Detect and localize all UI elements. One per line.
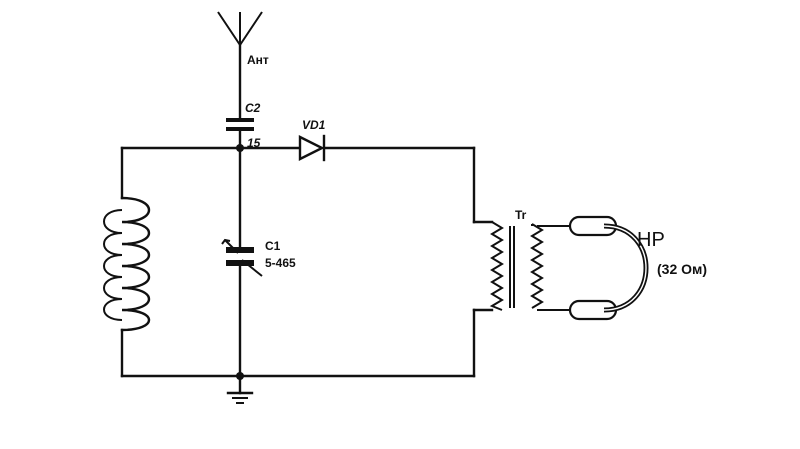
diode-name-label: VD1 [302, 118, 326, 132]
transformer-tr [489, 221, 572, 311]
c1-value-label: 5-465 [265, 256, 296, 270]
headphones-value-label: (32 Ом) [657, 261, 707, 277]
diode-vd1 [298, 134, 326, 162]
c1-name-label: C1 [265, 239, 281, 253]
capacitor-c2 [226, 118, 254, 131]
variable-capacitor-c1 [221, 238, 263, 277]
inductor-coil [103, 146, 151, 378]
headphones-symbol [568, 215, 649, 321]
junction-dot-top [236, 144, 244, 152]
ground-symbol [226, 391, 254, 404]
headphones-name-label: HP [637, 229, 665, 251]
junction-dot-bottom [236, 372, 244, 380]
c2-value-label: 15 [247, 136, 261, 150]
antenna-label: Ант [247, 53, 269, 67]
transformer-name-label: Tr [515, 208, 527, 222]
antenna-symbol [217, 11, 263, 120]
c2-name-label: C2 [245, 101, 261, 115]
